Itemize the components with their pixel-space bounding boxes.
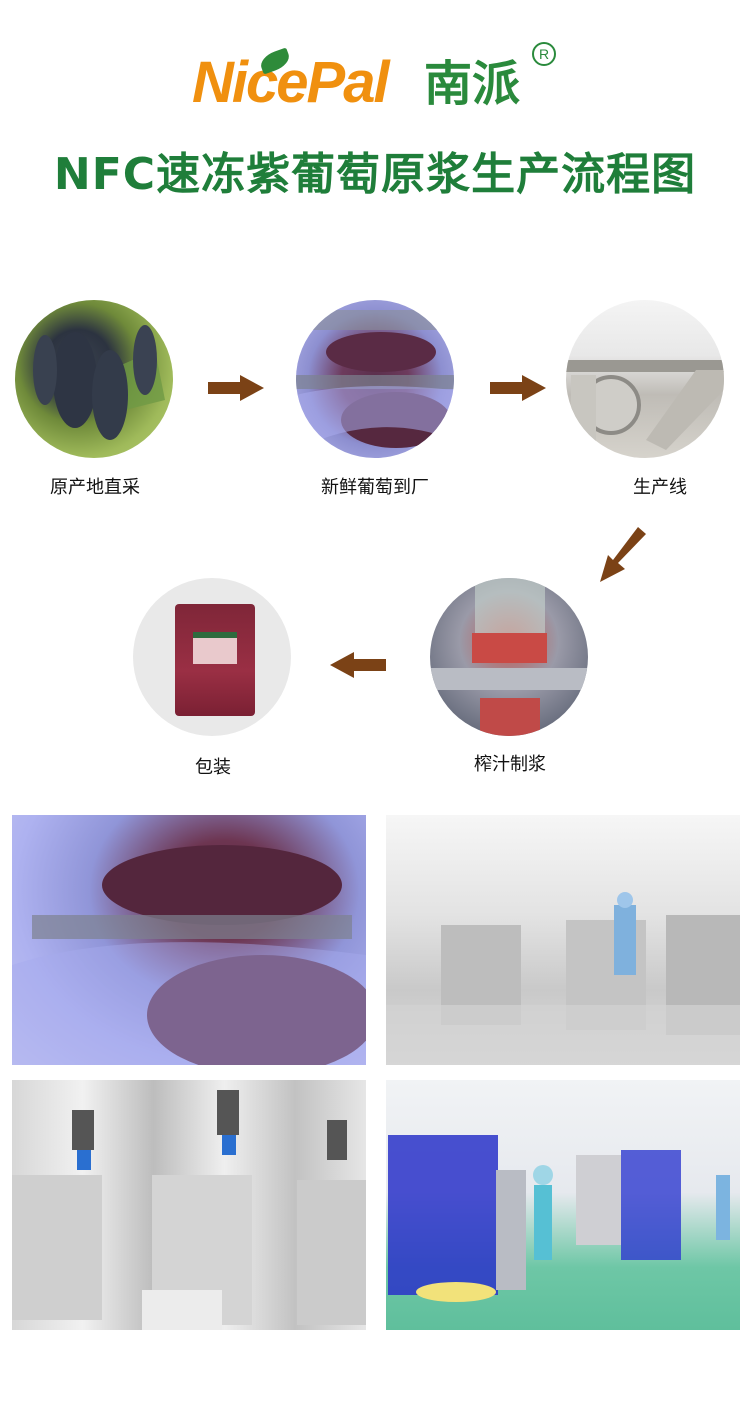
step-image-packaged-bag (133, 578, 291, 736)
step-image-production-line (566, 300, 724, 458)
registered-mark-icon: R (532, 42, 556, 66)
photo-packaging-machines (386, 1080, 740, 1330)
filling-machine-icon (430, 578, 588, 736)
arrow-right-icon (490, 375, 546, 401)
tanks-icon (386, 892, 740, 1065)
step-label: 新鲜葡萄到厂 (321, 477, 429, 498)
grapes-icon (12, 845, 366, 1065)
grapes-crate-icon (296, 310, 454, 450)
step-label: 榨汁制浆 (474, 754, 546, 775)
page-title: NFC速冻紫葡萄原浆生产流程图 (53, 149, 697, 200)
machinery-icon (566, 360, 724, 450)
step-label: 包装 (195, 757, 231, 778)
arrow-right-icon (208, 375, 264, 401)
step-label: 原产地直采 (50, 477, 140, 498)
step-image-grape-vine (15, 300, 173, 458)
photo-grapes-in-crates (12, 815, 366, 1065)
juice-bag-icon (175, 604, 255, 716)
step-label: 生产线 (633, 477, 687, 498)
packaging-machine-icon (388, 1135, 730, 1302)
brand-logo: NicePal 南派 R (192, 40, 572, 120)
logo-wordmark-en: NicePal (192, 50, 390, 115)
arrow-left-icon (330, 652, 386, 678)
photo-clean-room-tanks (386, 815, 740, 1065)
step-image-crated-grapes (296, 300, 454, 458)
mixing-tanks-icon (12, 1090, 366, 1330)
logo-wordmark-cn: 南派 (424, 56, 521, 112)
step-image-juice-filling (430, 578, 588, 736)
grape-cluster-icon (33, 325, 165, 440)
arrow-down-left-icon (598, 527, 646, 583)
bag-label (193, 632, 237, 664)
photo-stainless-mixing-tanks (12, 1080, 366, 1330)
